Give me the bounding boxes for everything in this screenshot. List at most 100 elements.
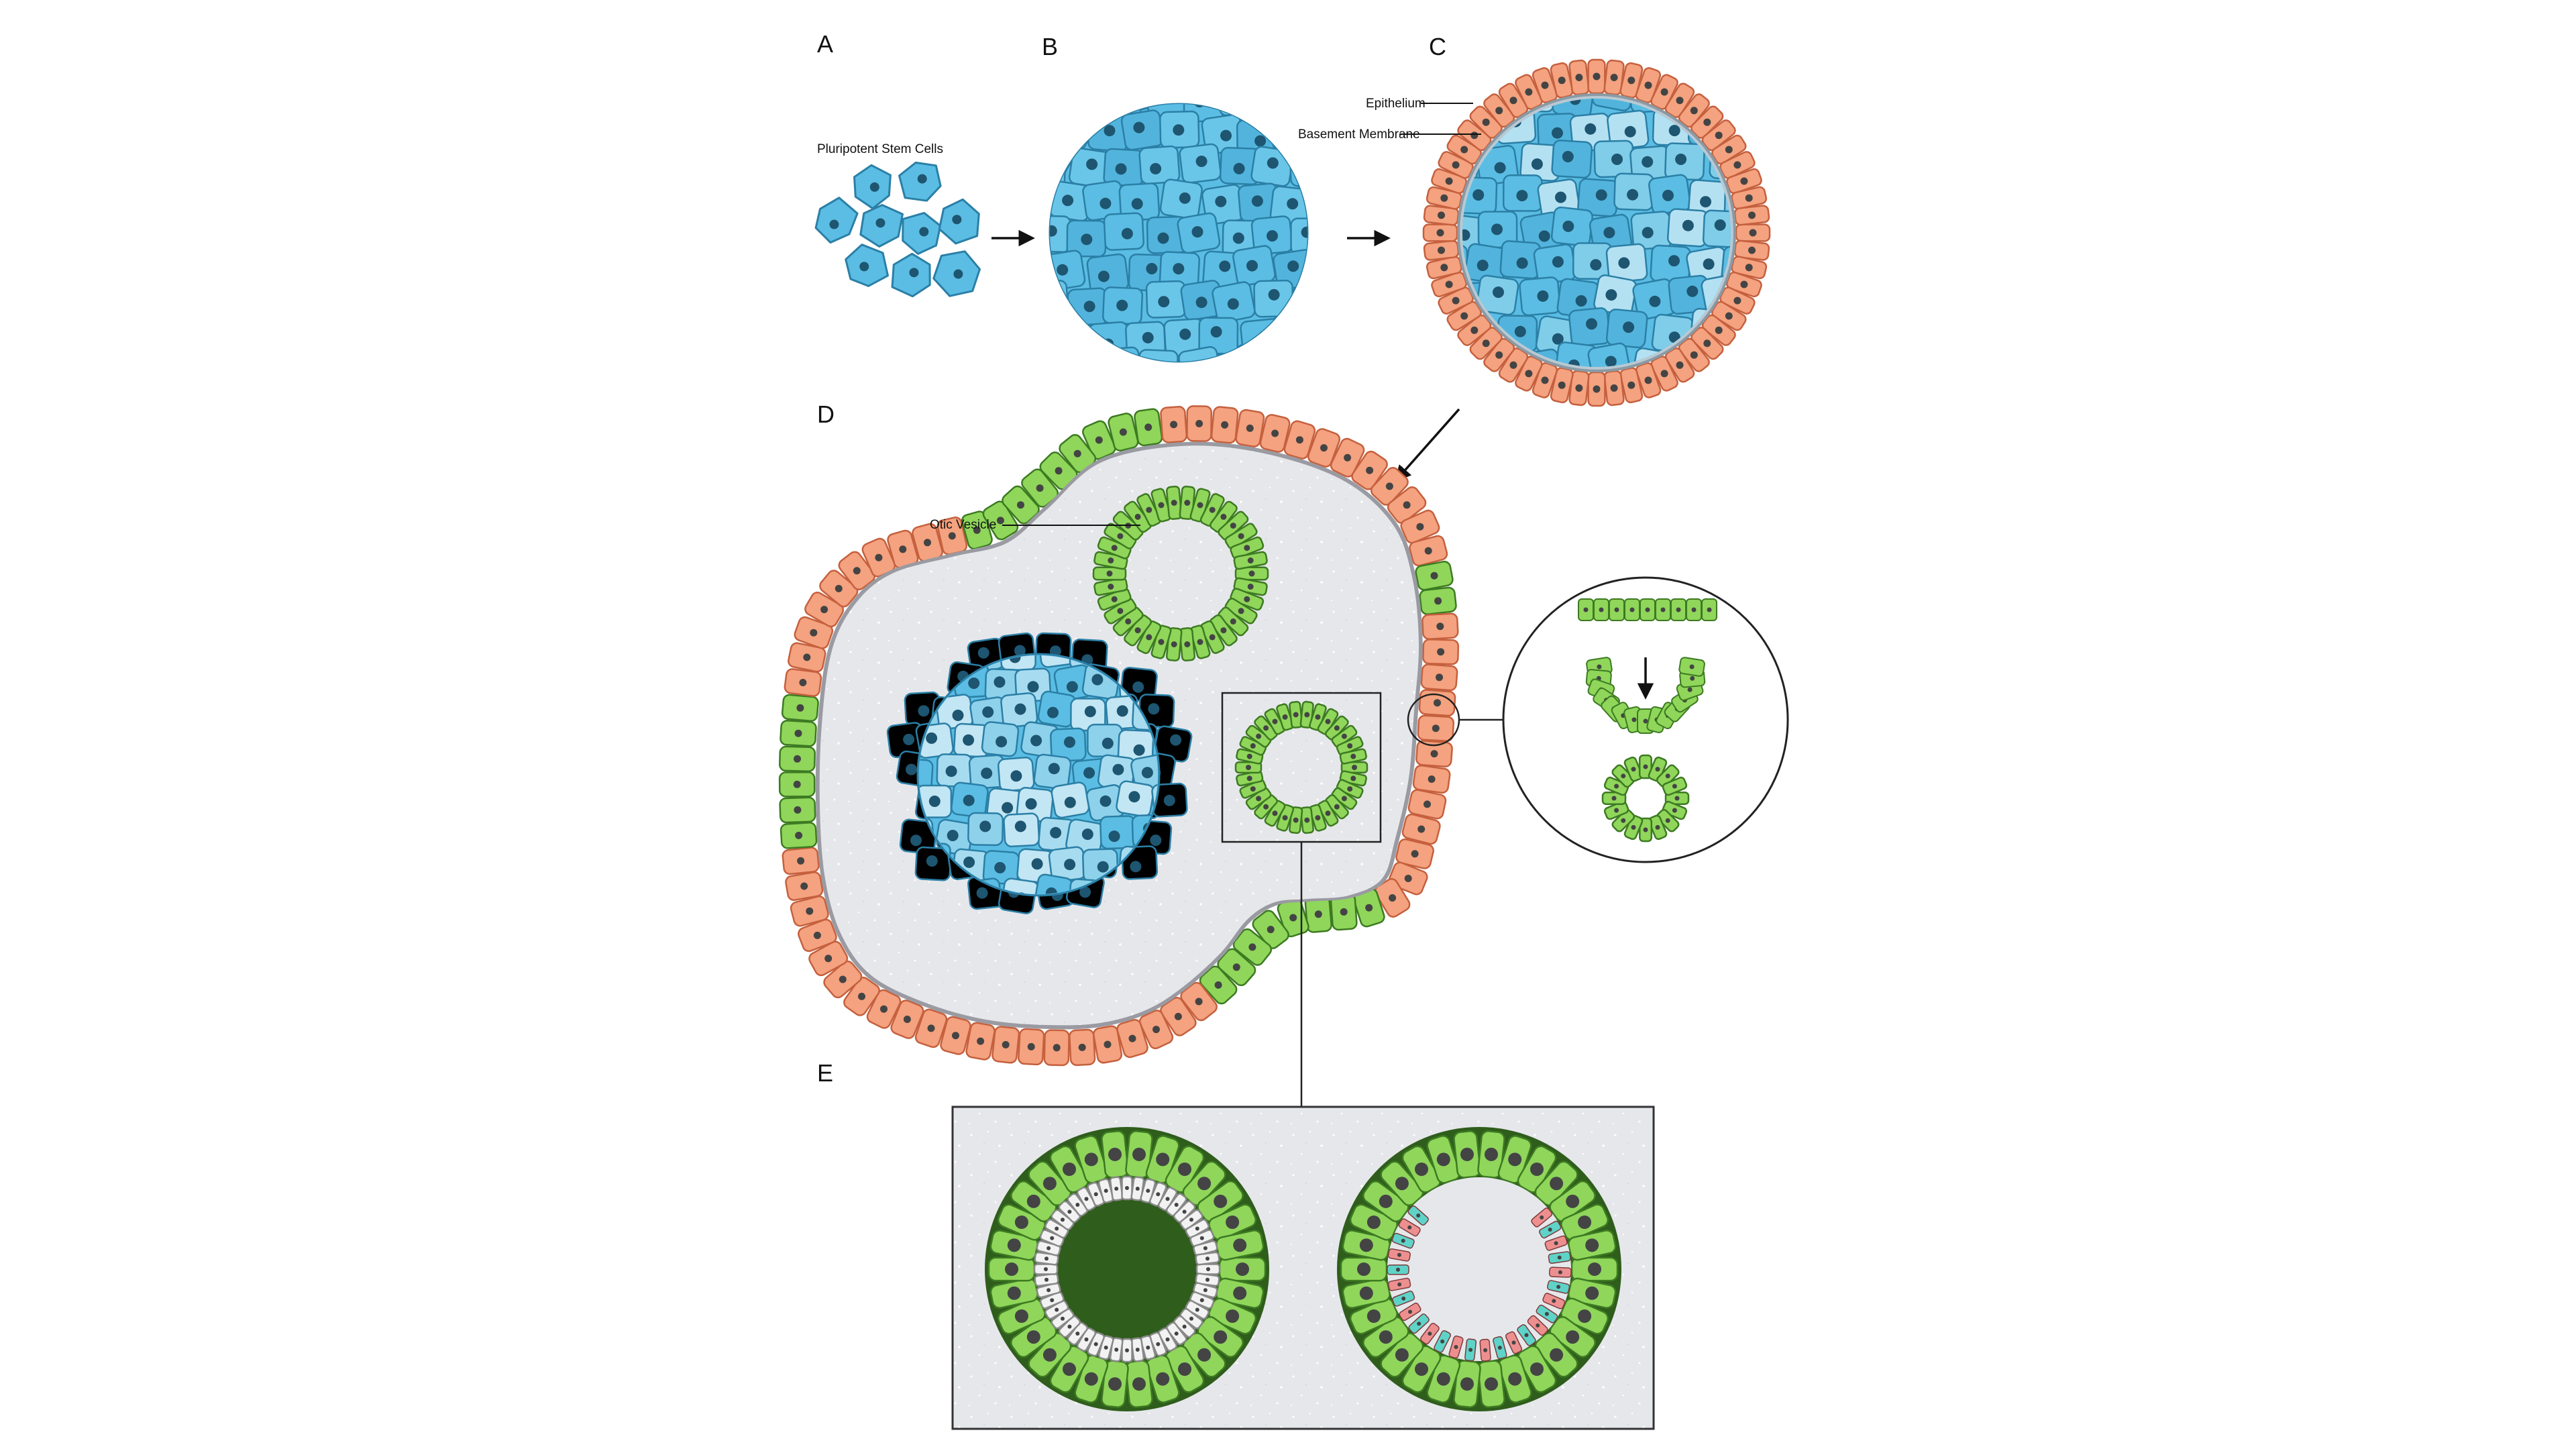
stem-cell <box>1099 346 1142 362</box>
nucleus <box>1104 1345 1108 1350</box>
nucleus <box>1244 596 1250 602</box>
nucleus <box>1095 436 1103 444</box>
nucleus <box>835 584 843 592</box>
nucleus <box>1440 1339 1445 1344</box>
nucleus <box>1104 1040 1112 1048</box>
nucleus <box>1203 1246 1208 1250</box>
nucleus <box>1102 737 1114 749</box>
nucleus <box>1621 773 1626 779</box>
nucleus <box>903 733 915 745</box>
nucleus <box>1238 533 1244 539</box>
nucleus <box>1174 1012 1182 1020</box>
nucleus <box>1150 834 1162 847</box>
nucleus <box>1084 706 1096 718</box>
nucleus <box>1707 607 1712 612</box>
nucleus <box>1645 607 1650 612</box>
nucleus <box>1134 513 1141 520</box>
nucleus <box>1195 297 1208 309</box>
nucleus <box>875 553 883 561</box>
nucleus <box>1516 257 1528 269</box>
inner-ear-organoid <box>778 405 1460 1067</box>
nucleus <box>1578 1309 1592 1323</box>
nucleus <box>1379 1194 1393 1208</box>
nucleus <box>1246 775 1252 782</box>
nucleus <box>926 732 938 744</box>
nucleus <box>1424 547 1432 555</box>
nucleus <box>1593 385 1601 393</box>
nucleus <box>1733 297 1741 305</box>
nucleus <box>1248 943 1256 951</box>
nucleus <box>1395 1177 1409 1191</box>
nucleus <box>1174 1332 1179 1336</box>
nucleus <box>1303 160 1307 172</box>
nucleus <box>1195 363 1206 374</box>
nucleus <box>1112 763 1124 775</box>
nucleus <box>1470 131 1479 140</box>
nucleus <box>800 882 808 890</box>
nucleus <box>1179 328 1191 340</box>
nucleus <box>1197 639 1203 645</box>
nucleus <box>794 755 801 763</box>
nucleus <box>1205 1277 1210 1282</box>
nucleus <box>1530 1362 1544 1376</box>
nucleus <box>1436 623 1444 631</box>
nucleus <box>1267 926 1275 934</box>
nucleus <box>1173 124 1185 136</box>
nucleus <box>1046 1288 1051 1293</box>
nucleus <box>1117 608 1124 614</box>
nucleus <box>1745 264 1753 272</box>
nucleus <box>880 1005 888 1013</box>
stem-cell <box>1137 349 1179 362</box>
nucleus <box>909 268 919 278</box>
nucleus <box>853 567 861 575</box>
nucleus <box>1665 818 1670 823</box>
nucleus <box>1341 733 1347 739</box>
nucleus <box>1214 1330 1228 1344</box>
label-epithelium: Epithelium <box>1366 97 1426 111</box>
vesicle-lumen <box>1387 1177 1571 1361</box>
nucleus <box>952 709 964 721</box>
nucleus <box>1116 299 1128 311</box>
nucleus <box>1108 557 1114 563</box>
nucleus <box>1537 290 1549 302</box>
nucleus <box>1246 424 1254 432</box>
nucleus <box>1470 326 1479 334</box>
nucleus <box>953 269 963 279</box>
nucleus <box>1027 1042 1035 1050</box>
nucleus <box>1614 784 1619 789</box>
nucleus <box>1156 1192 1161 1197</box>
nucleus <box>1042 1348 1057 1362</box>
nucleus <box>924 539 931 547</box>
nucleus <box>1042 1177 1057 1191</box>
nucleus <box>1142 331 1154 343</box>
nucleus <box>1050 293 1057 305</box>
nucleus <box>1221 421 1229 429</box>
nucleus <box>1050 225 1057 237</box>
nucleus <box>1438 211 1445 219</box>
nucleus <box>1135 1348 1140 1352</box>
nucleus <box>1397 1282 1402 1287</box>
nucleus <box>1347 743 1353 749</box>
nucleus <box>1509 361 1517 369</box>
nucleus <box>1057 264 1069 276</box>
nucleus <box>1605 356 1617 367</box>
nucleus <box>906 763 917 775</box>
nucleus <box>1672 784 1677 789</box>
nucleus <box>1203 1288 1208 1293</box>
stem-cell <box>1723 180 1731 219</box>
nucleus <box>1195 1307 1199 1312</box>
nucleus <box>1055 467 1063 475</box>
nucleus <box>1220 513 1227 520</box>
nucleus <box>1627 381 1635 389</box>
nucleus <box>1314 910 1322 918</box>
nucleus <box>1268 288 1280 301</box>
nucleus <box>1258 330 1271 342</box>
nucleus <box>1629 607 1635 612</box>
nucleus <box>1215 195 1227 207</box>
nucleus <box>1590 259 1602 271</box>
nucleus <box>1436 1372 1450 1386</box>
nucleus <box>1083 301 1095 313</box>
nucleus <box>1010 770 1022 782</box>
nucleus <box>1226 1309 1240 1323</box>
nucleus <box>1282 714 1288 720</box>
